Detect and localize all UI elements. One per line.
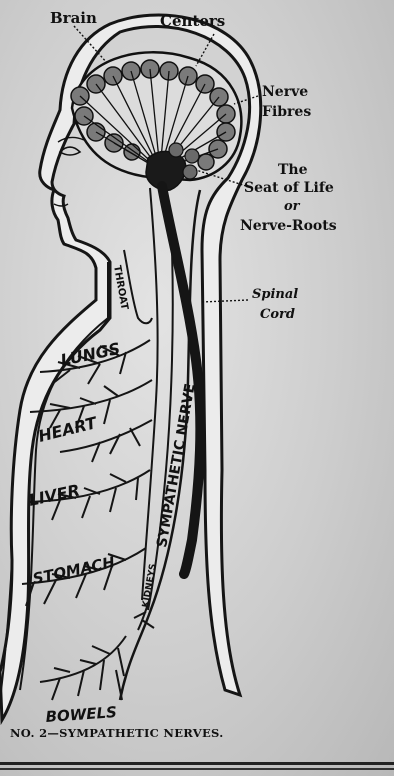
brain-label: Brain: [50, 9, 97, 27]
throat-nerve: [124, 250, 152, 323]
spinal-label: Spinal: [252, 287, 298, 302]
heart-label: HEART: [36, 413, 99, 446]
nerve-roots-label: Nerve-Roots: [240, 218, 337, 234]
bottom-rule-thin: [0, 768, 394, 770]
bottom-rule: [0, 762, 394, 765]
bowels-label: BOWELS: [45, 703, 117, 726]
sympathetic-nerve-trunk-right: [148, 250, 173, 610]
seat-of-life-label: Seat of Life: [244, 180, 334, 196]
fibres-label: Fibres: [262, 104, 311, 120]
centers-label: Centers: [160, 12, 225, 30]
figure-caption: NO. 2—SYMPATHETIC NERVES.: [10, 726, 394, 740]
stomach-label: STOMACH: [31, 553, 117, 588]
brain-center-node: [198, 154, 214, 170]
bowels-nerve-branches: [40, 636, 126, 700]
or-label: or: [284, 199, 301, 214]
nerve-label: Nerve: [262, 84, 308, 100]
the-label: The: [278, 162, 308, 178]
cord-label: Cord: [260, 307, 295, 322]
